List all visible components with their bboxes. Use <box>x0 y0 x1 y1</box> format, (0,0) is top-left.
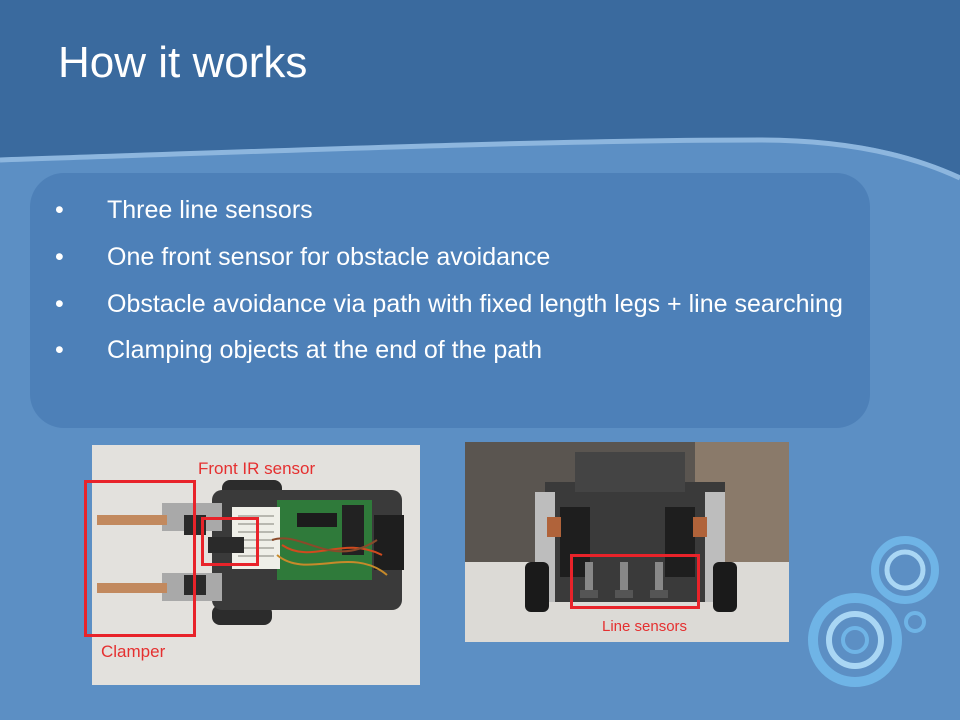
bullet-dot: • <box>55 336 64 364</box>
front-ir-sensor-label: Front IR sensor <box>198 459 316 478</box>
bullet-list: • Three line sensors • One front sensor fo… <box>55 195 855 382</box>
bullet-text: Clamping objects at the end of the path <box>107 336 543 364</box>
slide-title: How it works <box>58 38 308 87</box>
bullet-dot: • <box>55 243 64 271</box>
clamper-highlight <box>84 480 196 637</box>
line-sensors-highlight <box>570 554 700 609</box>
robot-front-photo <box>465 442 789 642</box>
bullet-item: • Obstacle avoidance via path with fixed … <box>55 289 855 320</box>
decorative-circles-icon <box>808 536 939 687</box>
line-sensors-label: Line sensors <box>602 618 688 635</box>
bullet-dot: • <box>55 196 64 224</box>
bullet-panel <box>30 173 870 428</box>
bullet-item: • Clamping objects at the end of the path <box>55 335 855 366</box>
bullet-item: • Three line sensors <box>55 195 855 226</box>
bullet-dot: • <box>55 290 64 318</box>
bullet-item: • One front sensor for obstacle avoidance <box>55 242 855 273</box>
clamper-label: Clamper <box>101 642 166 661</box>
bullet-text: Three line sensors <box>107 196 313 224</box>
bullet-text: One front sensor for obstacle avoidance <box>107 243 551 271</box>
front-ir-highlight <box>201 517 259 566</box>
bullet-text: Obstacle avoidance via path with fixed l… <box>107 290 843 318</box>
